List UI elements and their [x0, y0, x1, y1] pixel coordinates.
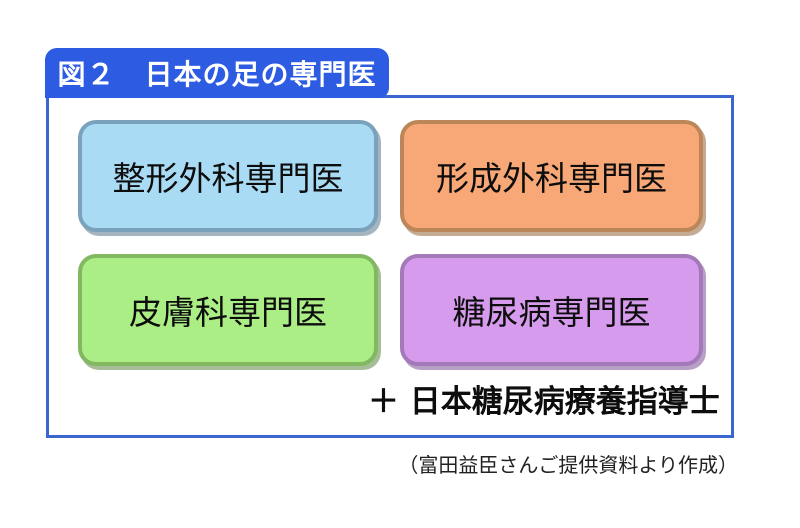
figure-title: 図２ 日本の足の専門医 — [57, 58, 377, 91]
specialist-box-plastic-surgery: 形成外科専門医 — [400, 120, 703, 232]
specialist-label-dermatology: 皮膚科専門医 — [129, 293, 327, 332]
plus-diabetes-educator-note: ＋ 日本糖尿病療養指導士 — [368, 384, 720, 420]
specialist-box-orthopedics: 整形外科専門医 — [78, 120, 378, 232]
specialist-label-diabetes: 糖尿病専門医 — [452, 293, 651, 332]
specialist-label-orthopedics: 整形外科専門医 — [112, 159, 344, 198]
specialist-label-plastic-surgery: 形成外科専門医 — [436, 159, 667, 198]
source-credit: （富田益臣さんご提供資料より作成） — [398, 453, 738, 477]
specialist-box-dermatology: 皮膚科専門医 — [78, 254, 378, 366]
specialist-box-diabetes: 糖尿病専門医 — [400, 254, 703, 366]
figure-title-banner: 図２ 日本の足の専門医 — [45, 48, 389, 98]
